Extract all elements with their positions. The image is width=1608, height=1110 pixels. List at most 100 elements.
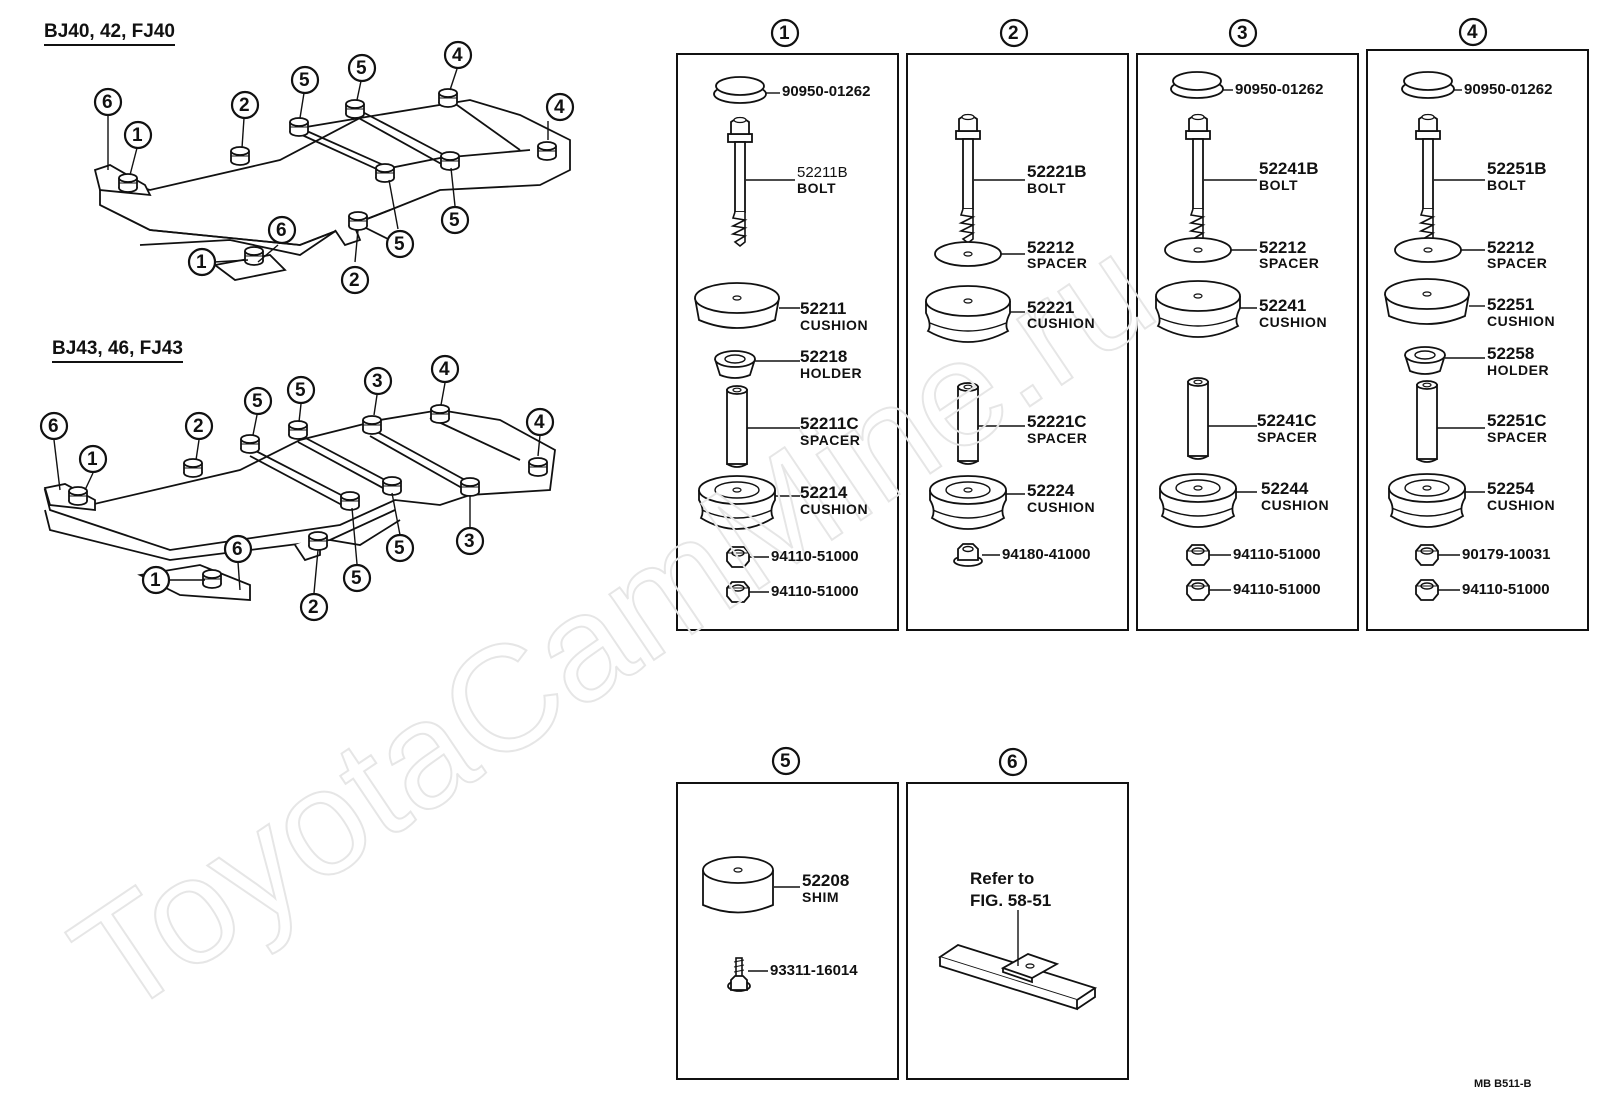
spacer-label: SPACER (1257, 429, 1318, 445)
bolt-part-number: 52211B (797, 164, 848, 181)
column-1-leaders (746, 92, 800, 593)
callout-index: 5 (295, 380, 306, 401)
cushion-top-label: CUSHION (1027, 315, 1096, 331)
bolt-label: BOLT (797, 180, 837, 196)
callout-index: 4 (439, 359, 450, 380)
spacer-label: SPACER (1027, 430, 1088, 446)
cushion-bottom-label: CUSHION (1261, 497, 1330, 513)
cap-part-number: 90950-01262 (1235, 81, 1324, 98)
callout-index: 4 (534, 412, 545, 433)
figure-code: MB B511-B (1474, 1078, 1532, 1090)
callout-index: 1 (87, 449, 98, 470)
nut-part-number: 94180-41000 (1002, 546, 1091, 563)
screw-part-number: 93311-16014 (770, 962, 858, 979)
column-3-leaders (1204, 89, 1257, 591)
frame-leaders-1 (107, 68, 549, 263)
callout-index: 5 (299, 70, 310, 91)
cushion-bottom-part-number: 52254 (1487, 479, 1535, 498)
callout-index: 6 (102, 92, 113, 113)
holder-label: HOLDER (800, 365, 863, 381)
callout-index: 2 (308, 597, 319, 618)
reference-note-line-1: Refer to (970, 869, 1035, 888)
nut-part-number: 94110-51000 (1462, 581, 1550, 598)
cushion-bottom-label: CUSHION (1027, 499, 1096, 515)
spacer-part-number: 52221C (1027, 412, 1087, 431)
holder-label: HOLDER (1487, 362, 1550, 378)
washer-part-number: 52212 (1027, 238, 1075, 257)
cushion-top-part-number: 52251 (1487, 295, 1535, 314)
cushion-top-part-number: 52221 (1027, 298, 1075, 317)
callout-index: 5 (356, 58, 367, 79)
cushion-top-part-number: 52211 (800, 299, 847, 318)
spacer-label: SPACER (1487, 429, 1548, 445)
spacer-part-number: 52251C (1487, 411, 1547, 430)
box-index: 1 (779, 23, 790, 44)
cushion-top-part-number: 52241 (1259, 296, 1307, 315)
callout-index: 1 (132, 125, 143, 146)
cushion-bottom-label: CUSHION (1487, 497, 1556, 513)
box-index: 6 (1007, 752, 1018, 773)
nut-part-number: 94110-51000 (771, 548, 859, 565)
nut-part-number: 90179-10031 (1462, 546, 1551, 563)
holder-part-number: 52258 (1487, 344, 1535, 363)
box-index: 5 (780, 751, 791, 772)
callout-index: 2 (349, 270, 360, 291)
frame-leaders-2 (53, 382, 541, 594)
cushion-bottom-part-number: 52224 (1027, 481, 1075, 500)
washer-label: SPACER (1487, 255, 1548, 271)
reference-note-line-2: FIG. 58-51 (970, 891, 1052, 910)
spacer-part-number: 52241C (1257, 411, 1317, 430)
box-6-parts (937, 944, 1098, 1011)
callout-index: 5 (394, 234, 405, 255)
washer-part-number: 52212 (1487, 238, 1535, 257)
callout-index: 3 (464, 531, 475, 552)
box-5-parts (702, 856, 774, 992)
callout-index: 4 (452, 45, 463, 66)
cushion-top-label: CUSHION (800, 317, 869, 333)
callout-index: 1 (196, 252, 207, 273)
bolt-part-number: 52251B (1487, 159, 1547, 178)
frame-drawing-1 (93, 99, 571, 281)
watermark-text: ToyotaCamMine.ru (44, 203, 1182, 1046)
bolt-part-number: 52241B (1259, 159, 1319, 178)
bolt-label: BOLT (1487, 177, 1527, 193)
washer-label: SPACER (1259, 255, 1320, 271)
cap-part-number: 90950-01262 (782, 83, 871, 100)
callout-index: 2 (193, 416, 204, 437)
shim-label: SHIM (802, 889, 839, 905)
washer-part-number: 52212 (1259, 238, 1307, 257)
frame-title-1: BJ40, 42, FJ40 (44, 22, 175, 46)
bolt-part-number: 52221B (1027, 162, 1087, 181)
shim-part-number: 52208 (802, 871, 850, 890)
callout-index: 6 (48, 416, 59, 437)
nut-part-number: 94110-51000 (1233, 581, 1321, 598)
callout-index: 5 (252, 391, 263, 412)
box-5-leaders (748, 886, 800, 972)
bolt-label: BOLT (1259, 177, 1299, 193)
cushion-bottom-part-number: 52244 (1261, 479, 1309, 498)
callout-index: 3 (372, 371, 383, 392)
holder-part-number: 52218 (800, 347, 848, 366)
column-4-parts (1384, 71, 1470, 601)
cushion-bottom-label: CUSHION (800, 501, 869, 517)
callout-index: 4 (554, 97, 565, 118)
cushion-top-label: CUSHION (1487, 313, 1556, 329)
callout-index: 5 (351, 568, 362, 589)
cushion-bottom-part-number: 52214 (800, 483, 848, 502)
part-boxes (676, 49, 1589, 1080)
spacer-label: SPACER (800, 432, 861, 448)
box-index: 2 (1008, 23, 1019, 44)
bolt-label: BOLT (1027, 180, 1067, 196)
callout-index: 1 (150, 570, 161, 591)
callout-index: 6 (232, 539, 243, 560)
box-index: 4 (1467, 22, 1478, 43)
box-index: 3 (1237, 23, 1248, 44)
cushion-top-label: CUSHION (1259, 314, 1328, 330)
callout-index: 6 (276, 220, 287, 241)
column-4-leaders (1434, 89, 1485, 591)
spacer-part-number: 52211C (800, 414, 859, 433)
callout-index: 2 (239, 95, 250, 116)
column-2-leaders (974, 179, 1025, 556)
washer-label: SPACER (1027, 255, 1088, 271)
